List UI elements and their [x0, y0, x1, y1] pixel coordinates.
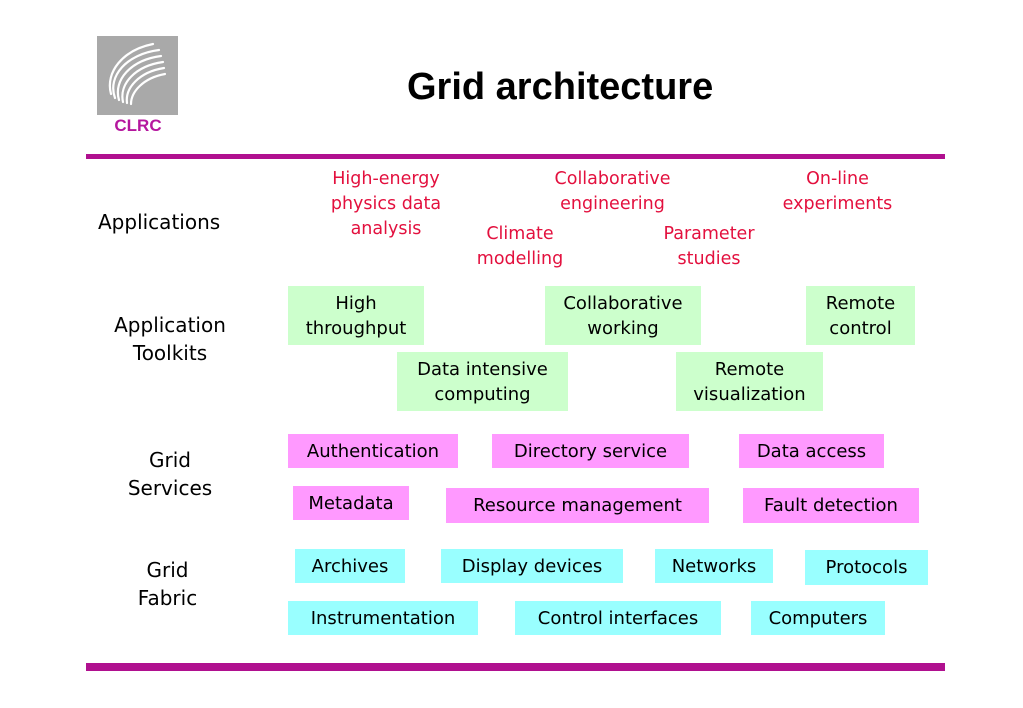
- fabric-computers: Computers: [751, 601, 885, 635]
- clrc-logo: CLRC: [97, 36, 179, 134]
- fabric-instrumentation: Instrumentation: [288, 601, 478, 635]
- logo-wordmark: CLRC: [114, 116, 162, 135]
- service-metadata: Metadata: [293, 486, 409, 520]
- service-resource-management: Resource management: [446, 488, 709, 523]
- fabric-display-devices: Display devices: [441, 549, 623, 583]
- toolkit-remote-control: Remote control: [806, 286, 915, 345]
- row-label-applications: Applications: [98, 210, 221, 234]
- logo-swirl-icon: [97, 36, 178, 115]
- fabric-protocols: Protocols: [805, 550, 928, 585]
- page-title: Grid architecture: [407, 66, 714, 108]
- application-high-energy-physics: High-energy physics data analysis: [330, 169, 442, 239]
- toolkit-data-intensive-computing: Data intensive computing: [397, 352, 568, 411]
- fabric-control-interfaces: Control interfaces: [515, 601, 721, 635]
- toolkit-high-throughput: High throughput: [288, 286, 424, 345]
- bottom-divider: [86, 663, 945, 671]
- application-collaborative-engineering: Collaborative engineering: [554, 169, 671, 214]
- application-online-experiments: On-line experiments: [782, 169, 893, 214]
- service-data-access: Data access: [739, 434, 884, 468]
- toolkit-remote-visualization: Remote visualization: [676, 352, 823, 411]
- service-authentication: Authentication: [288, 434, 458, 468]
- application-climate-modelling: Climate modelling: [476, 224, 564, 269]
- fabric-archives: Archives: [295, 549, 405, 583]
- row-label-toolkits: Application Toolkits: [114, 313, 226, 365]
- service-fault-detection: Fault detection: [743, 488, 919, 523]
- row-label-grid-services: Grid Services: [127, 448, 213, 500]
- toolkit-collaborative-working: Collaborative working: [545, 286, 701, 345]
- top-divider: [86, 154, 945, 159]
- row-label-grid-fabric: Grid Fabric: [137, 558, 198, 610]
- application-parameter-studies: Parameter studies: [663, 224, 755, 269]
- fabric-networks: Networks: [655, 549, 773, 583]
- service-directory: Directory service: [492, 434, 689, 468]
